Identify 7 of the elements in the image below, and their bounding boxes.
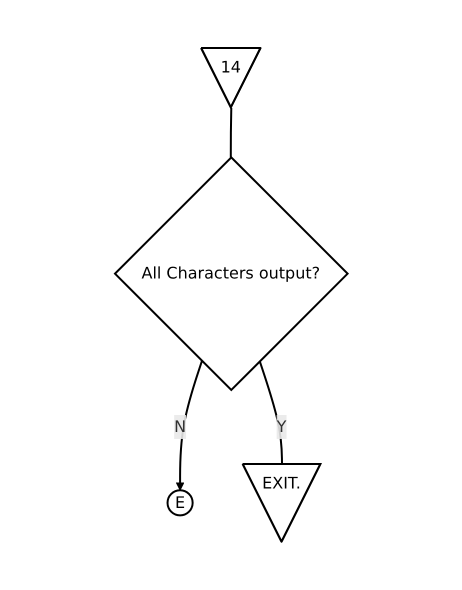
arrow (175, 360, 203, 491)
connector (258, 360, 283, 465)
edge-label: N (174, 417, 186, 436)
node-circle: E (166, 489, 194, 517)
node-diamond: All Characters output? (113, 156, 349, 392)
edge-label: Y (276, 417, 286, 436)
connector (230, 108, 232, 158)
